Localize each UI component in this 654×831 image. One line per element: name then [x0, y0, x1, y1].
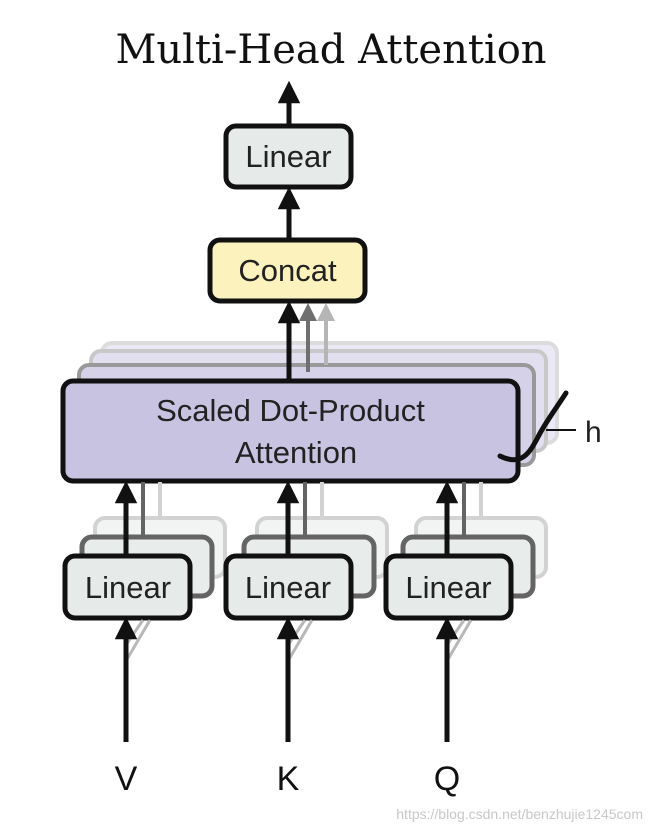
concat-block: Concat [207, 237, 368, 304]
attention-label-line2: Attention [235, 435, 357, 470]
diagram-title: Multi-Head Attention [115, 27, 546, 73]
input-v-branch-lines [124, 619, 152, 662]
input-k-label: K [277, 760, 300, 798]
linear-v-block: Linear [62, 553, 193, 621]
input-q-branch-lines [445, 619, 473, 662]
linear-output-block: Linear [223, 123, 354, 190]
heads-bracket [497, 390, 569, 463]
linear-k-label: Linear [245, 570, 331, 605]
linear-q-block: Linear [383, 553, 514, 621]
heads-label: h [585, 416, 602, 449]
linear-v-label: Linear [85, 570, 171, 605]
linear-q-label: Linear [405, 570, 491, 605]
attention-label-line1: Scaled Dot-Product [156, 393, 425, 428]
input-v-label: V [115, 760, 138, 798]
input-k-branch-lines [286, 619, 314, 662]
linear-k-block: Linear [223, 553, 354, 621]
scaled-dot-product-attention-block: Scaled Dot-Product Attention [60, 378, 521, 484]
input-q-label: Q [434, 760, 460, 798]
watermark-text: https://blog.csdn.net/benzhujie1245com [396, 806, 643, 822]
concat-label: Concat [238, 253, 337, 288]
linear-output-label: Linear [245, 139, 331, 174]
